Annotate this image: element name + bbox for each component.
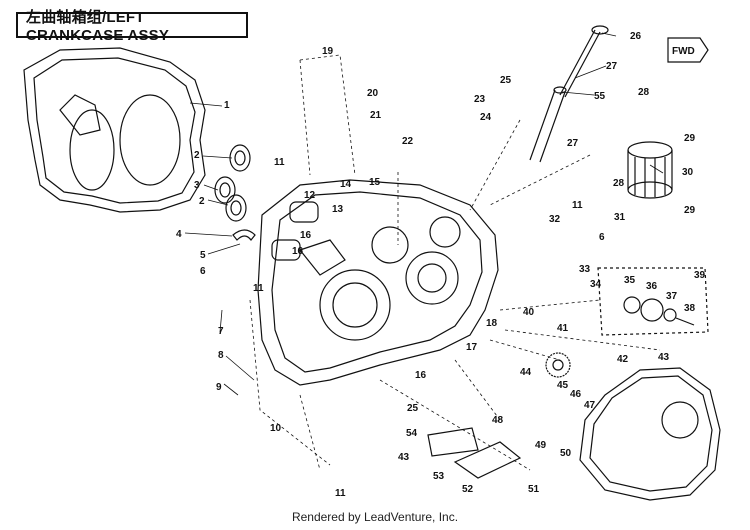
callout-47: 47 [584,400,596,411]
callout-2a: 2 [194,150,200,161]
callout-52: 52 [462,484,474,495]
callout-3: 3 [194,180,200,191]
cover-gasket[interactable] [579,367,721,501]
callout-27b: 27 [567,138,579,149]
callout-6a: 6 [200,266,206,277]
callout-55: 55 [594,91,606,102]
callout-25a: 25 [500,75,512,86]
callout-16c: 16 [415,370,427,381]
oil-pump-assy[interactable] [597,267,709,336]
callout-16a: 16 [300,230,312,241]
crankcase-gasket[interactable] [23,47,206,213]
callout-11b: 11 [253,283,264,294]
callout-49: 49 [535,440,547,451]
callout-11a: 11 [274,157,285,168]
callout-46: 46 [570,389,582,400]
callout-6b: 6 [599,232,605,243]
callout-28a: 28 [638,87,650,98]
callout-50: 50 [560,448,572,459]
callout-40: 40 [523,307,535,318]
fwd-arrow-icon: FWD [667,37,709,63]
callout-44: 44 [520,367,532,378]
bearing-lower[interactable] [225,194,247,222]
callout-1: 1 [224,100,230,111]
oil-filter[interactable] [627,141,673,199]
callout-17: 17 [466,342,478,353]
callout-2b: 2 [199,196,205,207]
callout-7: 7 [218,326,224,337]
callout-24: 24 [480,112,492,123]
callout-38: 38 [684,303,696,314]
fwd-label: FWD [672,46,695,57]
callout-12: 12 [304,190,316,201]
bearing-upper[interactable] [229,144,251,172]
callout-21: 21 [370,110,382,121]
callout-19: 19 [322,46,334,57]
callout-45: 45 [557,380,569,391]
callout-28b: 28 [613,178,625,189]
callout-29a: 29 [684,133,696,144]
left-crankcase[interactable] [257,179,499,386]
callout-42: 42 [617,354,629,365]
callout-13: 13 [332,204,344,215]
callout-32: 32 [549,214,561,225]
callout-10: 10 [270,423,282,434]
callout-37: 37 [666,291,678,302]
callout-39: 39 [694,270,706,281]
callout-54: 54 [406,428,418,439]
bushing-12[interactable] [289,201,319,223]
baffle-plate[interactable] [453,441,522,479]
drive-gear[interactable] [545,352,571,378]
callout-4: 4 [176,229,182,240]
callout-29b: 29 [684,205,696,216]
callout-43a: 43 [658,352,670,363]
callout-18: 18 [486,318,498,329]
thrust-half-washer[interactable] [232,229,256,241]
dipstick[interactable] [559,25,609,98]
bearing-middle[interactable] [214,176,236,204]
callout-11c: 11 [572,200,583,211]
callout-26: 26 [630,31,642,42]
callout-48: 48 [492,415,504,426]
callout-33: 33 [579,264,591,275]
callout-14: 14 [340,179,352,190]
callout-5: 5 [200,250,206,261]
callout-34: 34 [590,279,602,290]
bushing-16[interactable] [271,239,301,261]
callout-11d: 11 [335,488,346,499]
callout-22: 22 [402,136,414,147]
callout-35: 35 [624,275,636,286]
callout-16b: 16 [292,246,304,257]
callout-30: 30 [682,167,694,178]
callout-31: 31 [614,212,626,223]
callout-9: 9 [216,382,222,393]
callout-15: 15 [369,177,381,188]
callout-8: 8 [218,350,224,361]
callout-20: 20 [367,88,379,99]
callout-41: 41 [557,323,569,334]
callout-27a: 27 [606,61,618,72]
callout-25b: 25 [407,403,419,414]
callout-53: 53 [433,471,445,482]
oil-filler-tube[interactable] [529,86,567,163]
callout-36: 36 [646,281,658,292]
footer-credit: Rendered by LeadVenture, Inc. [291,510,459,524]
callout-51: 51 [528,484,540,495]
oil-strainer[interactable] [427,427,479,457]
callout-23: 23 [474,94,486,105]
callout-43b: 43 [398,452,410,463]
